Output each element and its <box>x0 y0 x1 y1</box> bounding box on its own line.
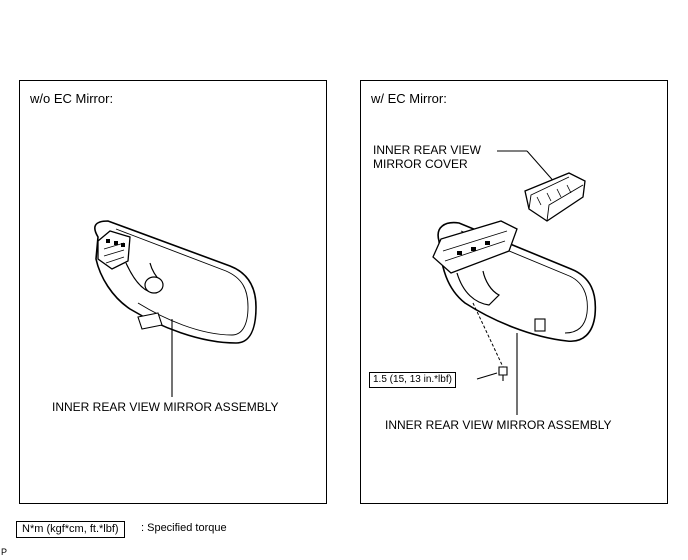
corner-mark: P <box>1 547 8 557</box>
panel-without-ec-mirror: w/o EC Mirror: INNER REAR VIEW MIRROR AS… <box>19 80 327 504</box>
panel-title: w/o EC Mirror: <box>30 91 114 106</box>
cover-label-line2: MIRROR COVER <box>373 157 468 171</box>
torque-legend-text: : Specified torque <box>141 522 227 534</box>
cover-label-line1: INNER REAR VIEW <box>373 143 482 157</box>
assembly-label: INNER REAR VIEW MIRROR ASSEMBLY <box>52 400 279 414</box>
panel-with-ec-mirror: w/ EC Mirror: INNER REAR VIEW MIRROR COV… <box>360 80 668 504</box>
torque-spec-box: 1.5 (15, 13 in.*lbf) <box>369 372 456 388</box>
mirror-cover-illustration <box>432 150 597 415</box>
assembly-label: INNER REAR VIEW MIRROR ASSEMBLY <box>385 418 612 432</box>
torque-unit-legend-box: N*m (kgf*cm, ft.*lbf) <box>16 521 125 538</box>
panel-title: w/ EC Mirror: <box>371 91 447 106</box>
mirror-assembly-illustration <box>94 220 257 397</box>
